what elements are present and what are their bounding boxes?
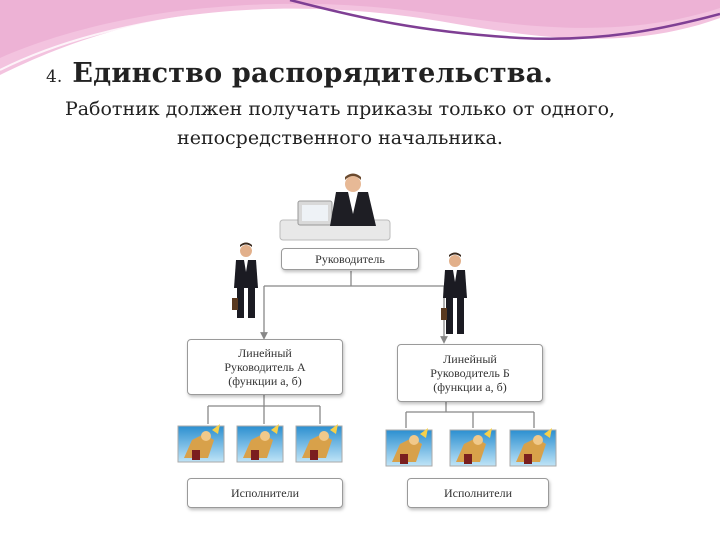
org-chart-graphics: [177, 173, 557, 467]
manager-a-line2: Руководитель А: [224, 360, 306, 374]
executors-b-box: Исполнители: [407, 478, 549, 508]
executor-thumbnail: [449, 428, 497, 467]
manager-b-line2: Руководитель Б: [430, 366, 510, 380]
executor-thumbnail: [509, 428, 557, 467]
manager-b-line3: (функции а, б): [433, 380, 507, 394]
org-chart: Руководитель Линейный Руководитель А (фу…: [170, 168, 558, 510]
manager-a-line1: Линейный: [238, 346, 292, 360]
pink-wave-highlight: [0, 0, 720, 58]
top-manager-box: Руководитель: [281, 248, 419, 270]
executor-thumbnail: [177, 424, 225, 463]
slide-heading: 4. Единство распорядительства.: [46, 52, 553, 90]
manager-a-figure-illustration: [232, 242, 258, 318]
decorative-wave-banner: [0, 0, 720, 75]
top-manager-label: Руководитель: [315, 251, 385, 266]
purple-wave-line: [289, 0, 720, 41]
heading-number: 4.: [46, 67, 63, 87]
executor-thumbnail: [236, 424, 284, 463]
executors-a-label: Исполнители: [230, 485, 300, 500]
connector-lines: [207, 271, 535, 428]
manager-b-figure-illustration: [441, 252, 467, 334]
manager-a-box: Линейный Руководитель А (функции а, б): [187, 339, 343, 395]
heading-title: Единство распорядительства.: [72, 58, 554, 89]
executor-thumbnail: [295, 424, 343, 463]
slide-subtitle: Работник должен получать приказы только …: [64, 98, 616, 149]
white-wave-line: [0, 15, 191, 71]
executors-a-box: Исполнители: [187, 478, 343, 508]
executor-illustrations: [177, 424, 557, 467]
executors-b-label: Исполнители: [443, 485, 513, 500]
manager-a-line3: (функции а, б): [228, 374, 302, 388]
manager-b-box: Линейный Руководитель Б (функции а, б): [397, 344, 543, 402]
manager-b-line1: Линейный: [443, 352, 497, 366]
executor-thumbnail: [385, 428, 433, 467]
boss-at-desk-illustration: [279, 173, 391, 241]
